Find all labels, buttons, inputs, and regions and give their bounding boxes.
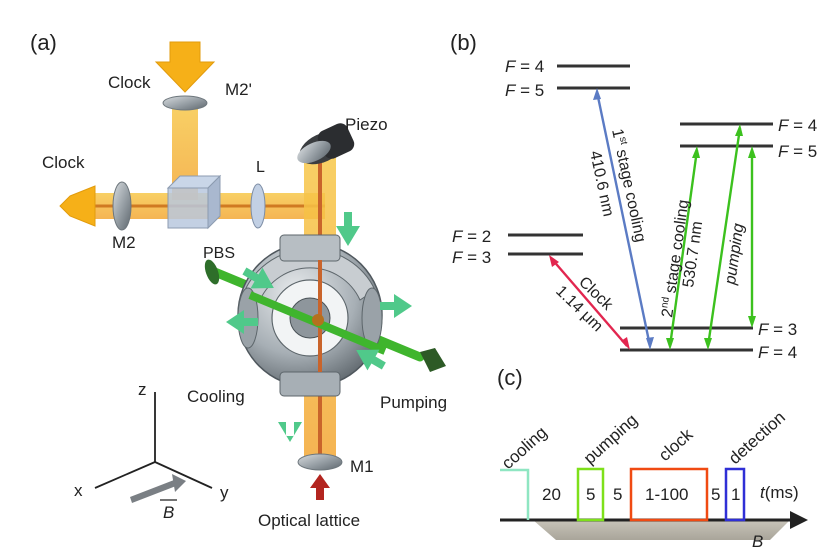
- gap-1: 5: [586, 485, 595, 504]
- cooling-arrow-lower-right-icon: [356, 349, 386, 371]
- label-upper-right-f5: F = 5: [778, 142, 817, 161]
- clock-arrow-top-icon: [154, 41, 216, 93]
- gap-2: 5: [613, 485, 622, 504]
- m1-label: M1: [350, 457, 374, 476]
- arrowhead-pumping-left-bottom: [704, 338, 712, 350]
- arrowhead-pumping-right-bottom: [748, 316, 756, 328]
- label-upper-left-f5: F = 5: [505, 81, 544, 100]
- m2-prime-label: M2': [225, 80, 252, 99]
- label-ground-f4: F = 4: [758, 343, 797, 362]
- field-arrowhead-icon: [172, 474, 186, 492]
- cooling-arrow-top-icon: [336, 212, 360, 246]
- panel-a: (a) Clock M2' Clock M2 PBS L: [30, 30, 447, 530]
- clock-left-label: Clock: [42, 153, 85, 172]
- mirror-m2-icon: [112, 181, 132, 231]
- transition-pumping-left: [706, 127, 742, 347]
- pulse-detection: [724, 467, 746, 522]
- arrowhead-second-stage-bottom: [666, 338, 674, 350]
- time-axis-arrowhead-icon: [790, 511, 808, 529]
- field-arrow-icon: [130, 480, 176, 503]
- arrowhead-clock-bottom: [621, 337, 630, 350]
- cooling-arrow-upper-left-icon: [242, 267, 274, 289]
- clock-arrow-left-icon: [59, 185, 96, 227]
- label-upper-right-f4: F = 4: [778, 116, 817, 135]
- segment-label-detection: detection: [725, 408, 789, 468]
- transition-first-stage: [595, 91, 652, 347]
- panel-c-label: (c): [497, 365, 523, 390]
- pumping-beam-end-icon: [204, 259, 220, 285]
- gap-3: 1-100: [645, 485, 688, 504]
- time-unit-label: t(ms): [760, 483, 799, 502]
- mirror-m2-prime-icon: [162, 95, 208, 111]
- label-mid-f2: F = 2: [452, 227, 491, 246]
- transition-clock: [550, 257, 628, 347]
- transition-second-stage: [668, 149, 699, 347]
- arrowhead-clock-top: [549, 255, 559, 267]
- first-stage-label: 1st stage cooling: [608, 127, 650, 244]
- segment-label-pumping: pumping: [580, 410, 641, 468]
- gap-0: 20: [542, 485, 561, 504]
- pulse-cooling: [500, 468, 530, 520]
- m2-label: M2: [112, 233, 136, 252]
- field-label: B: [163, 503, 174, 522]
- clock-top-label: Clock: [108, 73, 151, 92]
- vacuum-chamber-icon: [237, 234, 383, 397]
- cooling-arrow-right-icon: [380, 294, 412, 318]
- pumping-arrow-icon: [420, 348, 446, 372]
- segment-label-clock: clock: [655, 425, 697, 465]
- arrowhead-second-stage-top: [692, 146, 700, 158]
- atom-cloud-icon: [312, 314, 324, 326]
- pbs-cube-icon: [166, 174, 222, 230]
- gap-5: 1: [731, 485, 740, 504]
- lens-icon: [250, 183, 266, 229]
- lattice-arrow-icon: [310, 474, 330, 500]
- axis-x-label: x: [74, 481, 83, 500]
- piezo-mirror-icon: [297, 123, 355, 165]
- panel-c: (c) cooling pumping clock detection 20 5…: [497, 365, 808, 550]
- panel-a-label: (a): [30, 30, 57, 55]
- arrowhead-pumping-left-top: [735, 124, 743, 136]
- lens-label: L: [256, 159, 265, 176]
- label-ground-f3: F = 3: [758, 320, 797, 339]
- label-upper-left-f4: F = 4: [505, 57, 544, 76]
- label-mid-f3: F = 3: [452, 248, 491, 267]
- segment-label-cooling: cooling: [498, 423, 551, 473]
- cooling-arrow-bottom-icon: [278, 422, 302, 442]
- mirror-m1-icon: [297, 453, 343, 471]
- arrowhead-first-stage-bottom: [646, 337, 654, 350]
- panel-b-label: (b): [450, 30, 477, 55]
- field-ramp: [533, 520, 790, 540]
- piezo-label: Piezo: [345, 115, 388, 134]
- pbs-label: PBS: [203, 245, 235, 262]
- pulse-pumping: [576, 467, 605, 522]
- pulse-clock: [629, 467, 709, 522]
- arrowhead-pumping-right-top: [748, 146, 756, 158]
- gap-4: 5: [711, 485, 720, 504]
- sequence-field-label: B: [752, 532, 763, 550]
- coordinate-axes: [94, 392, 213, 489]
- optical-lattice-label: Optical lattice: [258, 511, 360, 530]
- arrowhead-first-stage-top: [593, 88, 601, 100]
- axis-z-label: z: [138, 380, 147, 399]
- cooling-label: Cooling: [187, 387, 245, 406]
- pumping-label: Pumping: [380, 393, 447, 412]
- panel-b: (b) F = 4 F = 5 F = 4 F = 5 F = 2 F = 3 …: [450, 30, 817, 362]
- axis-y-label: y: [220, 483, 229, 502]
- cooling-arrow-left-icon: [226, 310, 258, 334]
